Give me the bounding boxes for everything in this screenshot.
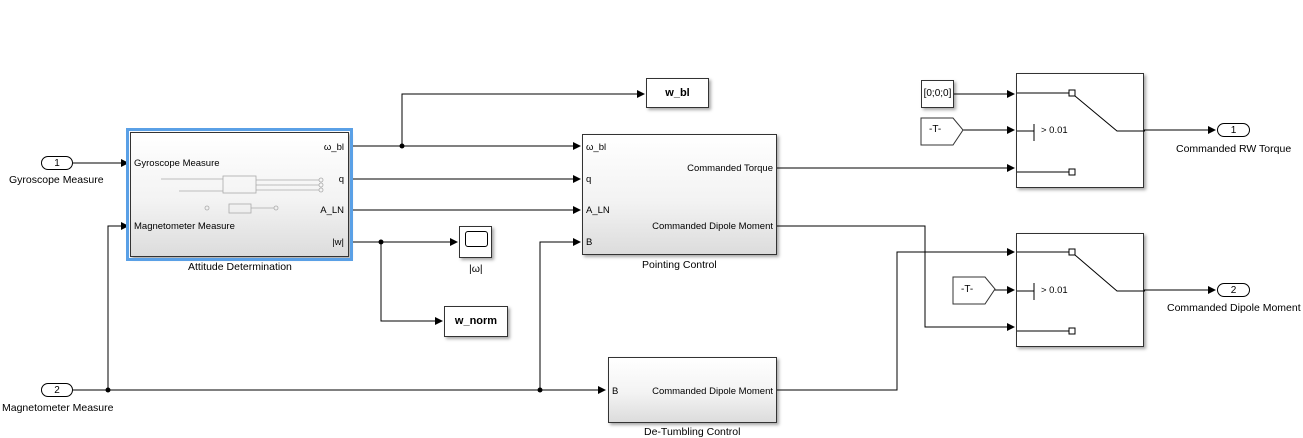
outport-dipole-moment[interactable]: 2 (1217, 283, 1250, 297)
wire-dt-dipole (777, 248, 1015, 391)
goto-w-bl[interactable]: w_bl (646, 78, 709, 108)
inport-gyroscope[interactable]: 1 (41, 156, 73, 170)
wire-wnorm-goto (380, 242, 443, 325)
pc-in-q: q (586, 174, 592, 185)
scope-label: |ω| (469, 263, 483, 275)
detumbling-control-block[interactable]: B Commanded Dipole Moment (608, 357, 777, 423)
goto-w-norm[interactable]: w_norm (444, 306, 508, 337)
wire-pc-dipole (777, 225, 1015, 331)
inport-magnetometer-label: Magnetometer Measure (2, 402, 114, 414)
ad-out-q: q (338, 174, 344, 185)
outport-rw-torque[interactable]: 1 (1217, 123, 1250, 137)
inport-gyroscope-label: Gyroscope Measure (9, 174, 104, 186)
switch-1-symbol (1017, 89, 1145, 176)
ad-out-aln: A_LN (320, 205, 344, 216)
switch-2-threshold: > 0.01 (1041, 285, 1068, 296)
wire-mag-to-pc (539, 238, 581, 390)
pc-out-torque: Commanded Torque (687, 163, 773, 174)
pc-in-b: B (586, 237, 593, 248)
dt-out-dipole: Commanded Dipole Moment (652, 386, 773, 397)
wire-mag-to-ad (107, 222, 129, 390)
from-tag-2-label: -T- (961, 284, 974, 295)
scope-screen-icon (465, 231, 488, 247)
ad-in-magnetometer: Magnetometer Measure (134, 221, 235, 232)
ad-in-gyroscope: Gyroscope Measure (134, 158, 220, 169)
detumbling-control-label: De-Tumbling Control (644, 426, 741, 438)
from-tag-block-2[interactable] (952, 276, 997, 306)
scope-block[interactable] (459, 226, 492, 258)
switch-1-threshold: > 0.01 (1041, 125, 1068, 136)
pointing-control-label: Pointing Control (642, 259, 717, 271)
wire-omega-goto (401, 90, 645, 146)
from-tag-block-1[interactable] (920, 117, 965, 147)
ad-out-omega: ω_bl (323, 142, 344, 153)
pointing-control-block[interactable]: ω_bl q A_LN B Commanded Torque Commanded… (582, 134, 777, 255)
pc-in-aln: A_LN (586, 205, 610, 216)
attitude-determination-label: Attitude Determination (188, 261, 292, 273)
from-tag-1-label: -T- (929, 124, 942, 135)
constant-block[interactable]: [0;0;0] (921, 80, 954, 108)
dt-in-b: B (612, 386, 619, 397)
outport-rw-torque-label: Commanded RW Torque (1176, 143, 1292, 155)
subsystem-preview-icon (161, 175, 324, 214)
switch-block-1[interactable]: > 0.01 (1016, 73, 1145, 188)
attitude-determination-block[interactable]: Gyroscope Measure Magnetometer Measure ω… (126, 128, 353, 261)
switch-block-2[interactable]: > 0.01 (1016, 233, 1145, 347)
switch-2-symbol (1017, 248, 1145, 335)
outport-dipole-moment-label: Commanded Dipole Moment (1167, 302, 1301, 314)
inport-magnetometer[interactable]: 2 (41, 383, 73, 397)
ad-out-wnorm: |w| (332, 237, 344, 248)
pc-out-dipole: Commanded Dipole Moment (652, 221, 773, 232)
pc-in-omega: ω_bl (586, 142, 607, 153)
